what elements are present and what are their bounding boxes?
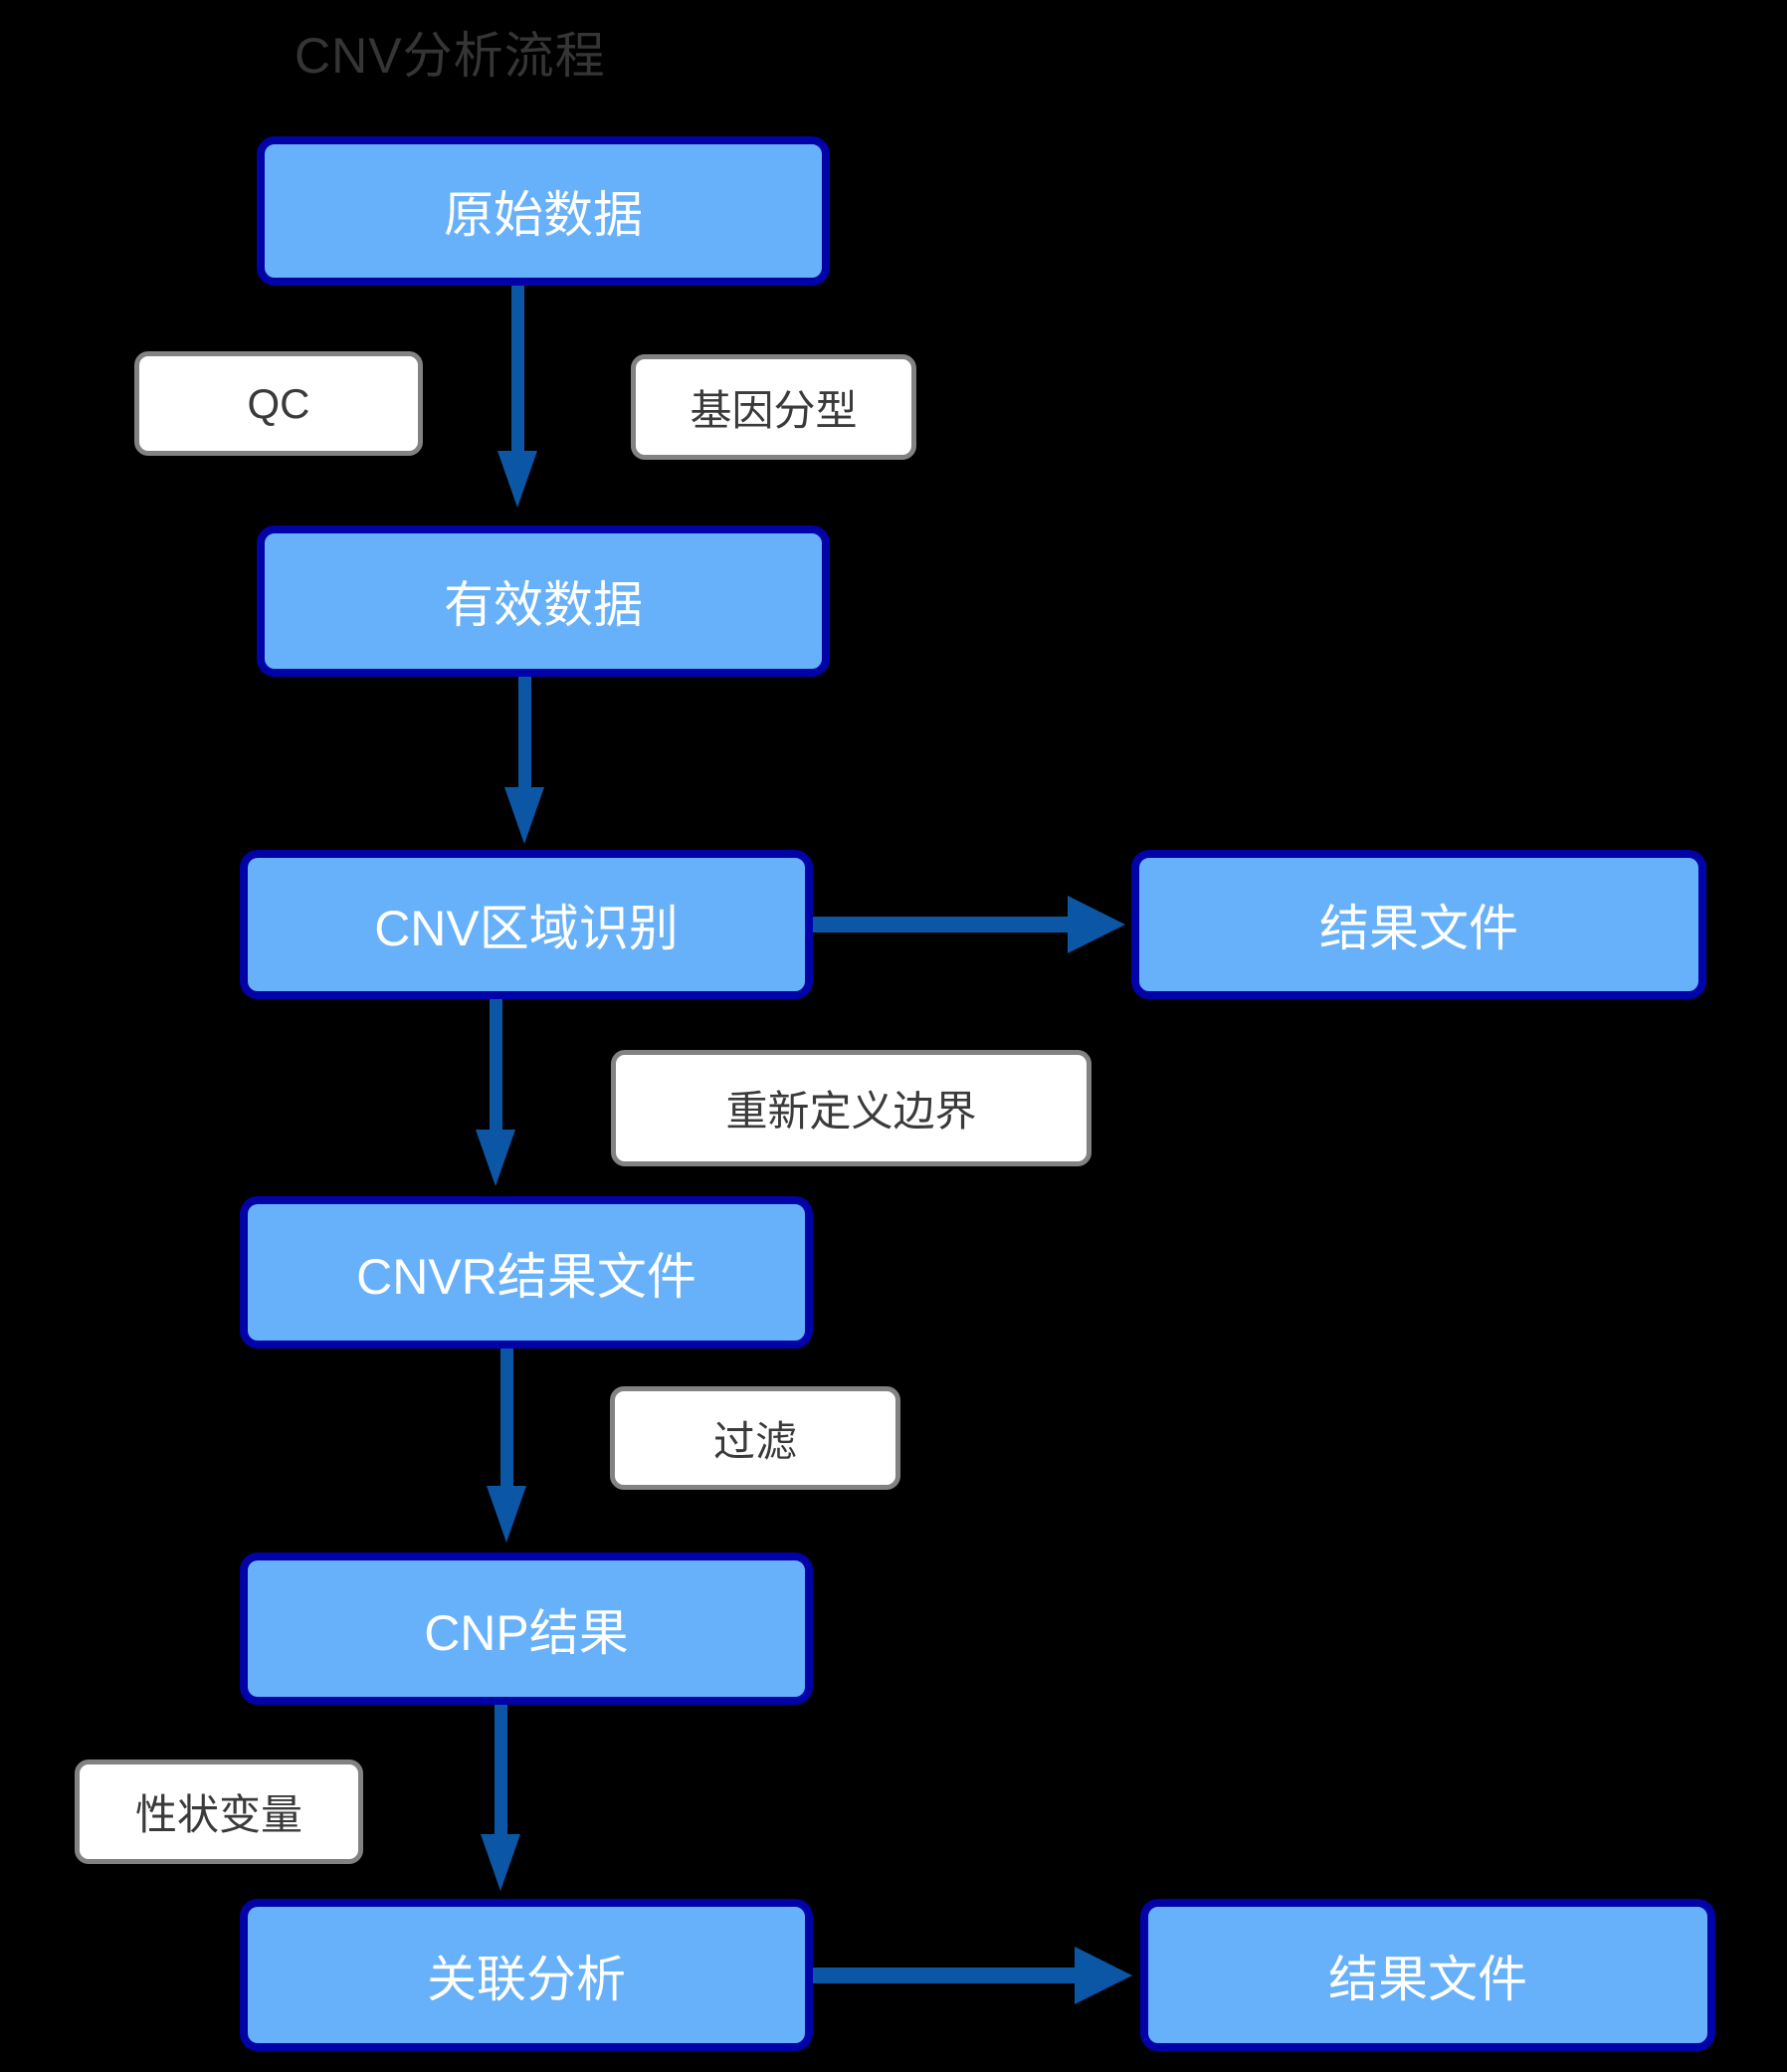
edge-label-qc: QC	[134, 351, 423, 456]
arrow-head-down-icon	[504, 787, 544, 844]
arrow-stem	[490, 999, 502, 1130]
arrow-stem	[813, 917, 1068, 932]
edge-label-redefine-boundary: 重新定义边界	[611, 1050, 1092, 1166]
node-valid-data: 有效数据	[257, 525, 830, 677]
diagram-title: CNV分析流程	[295, 28, 606, 84]
node-cnp-result: CNP结果	[240, 1553, 813, 1705]
arrow-head-down-icon	[497, 451, 537, 508]
arrow-head-right-icon	[1075, 1947, 1132, 2004]
arrow-stem	[511, 286, 524, 451]
arrow-stem	[495, 1705, 507, 1834]
arrow-head-right-icon	[1068, 896, 1125, 953]
node-result-file-bottom: 结果文件	[1140, 1899, 1715, 2051]
node-raw-data: 原始数据	[257, 136, 830, 286]
edge-label-trait-variable: 性状变量	[75, 1760, 363, 1864]
edge-label-filter: 过滤	[610, 1386, 900, 1490]
node-result-file-top: 结果文件	[1131, 850, 1706, 999]
node-cnvr-result-file: CNVR结果文件	[240, 1196, 813, 1348]
arrow-head-down-icon	[476, 1130, 515, 1186]
node-cnv-region-detection: CNV区域识别	[240, 850, 813, 999]
arrow-head-down-icon	[481, 1834, 520, 1891]
arrow-head-down-icon	[487, 1486, 526, 1543]
arrow-stem	[813, 1968, 1075, 1983]
edge-label-genotyping: 基因分型	[631, 354, 916, 460]
arrow-stem	[500, 1348, 513, 1486]
node-association-analysis: 关联分析	[240, 1899, 813, 2051]
arrow-stem	[518, 677, 531, 787]
